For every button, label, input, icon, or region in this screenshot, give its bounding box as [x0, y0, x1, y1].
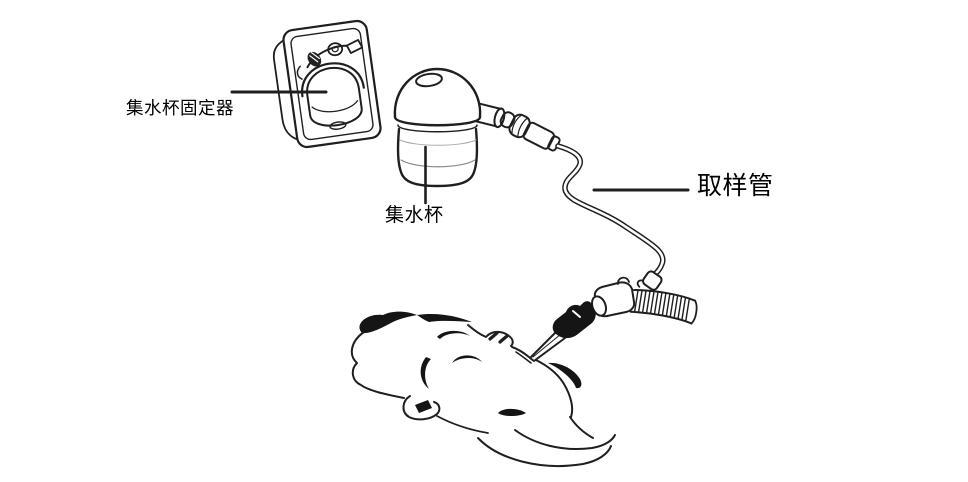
airway-adapter-icon: [590, 276, 636, 318]
holder-latch-icon: [296, 39, 364, 80]
endotracheal-tube-icon: [529, 301, 596, 362]
label-water-trap: 集水杯: [385, 204, 444, 226]
sampling-tube-end-connector-icon: [636, 270, 663, 291]
patient-head-icon: [350, 311, 616, 467]
water-trap-icon: [393, 67, 506, 188]
label-water-trap-holder: 集水杯固定器: [126, 99, 234, 119]
corrugated-tube-icon: [629, 289, 698, 325]
label-sampling-line: 取样管: [697, 171, 774, 200]
water-trap-port-icon: [474, 102, 506, 129]
sampling-line-connector-icon: [499, 111, 561, 152]
water-trap-holder-icon: [272, 19, 382, 149]
sampling-tube-icon: [555, 143, 666, 291]
